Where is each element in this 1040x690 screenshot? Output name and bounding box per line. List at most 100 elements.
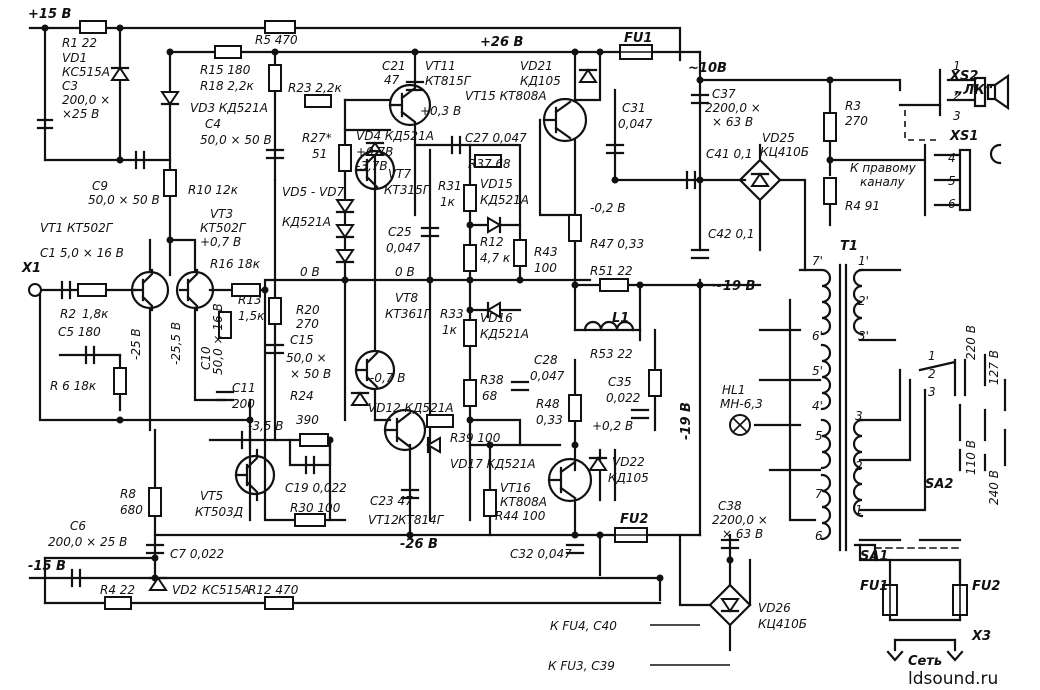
label-C35: C35 <box>608 375 632 389</box>
label-C11: C11 <box>232 381 256 395</box>
label-kfu4: К FU4, C40 <box>550 619 617 633</box>
label-v07: +0,7 В <box>200 235 241 249</box>
label-v0b: 0 В <box>395 265 415 279</box>
label-R3: R3 <box>845 99 861 113</box>
capacitors <box>36 80 740 588</box>
capacitor-C6 <box>70 568 82 588</box>
resistor-R47 <box>568 214 582 242</box>
label-VD16v: КД521А <box>480 327 529 341</box>
resistor-R4 <box>104 596 132 610</box>
label-C32: C32 0,047 <box>510 547 572 561</box>
capacitor-C7 <box>145 543 165 555</box>
label-VD22: VD22 <box>612 455 645 469</box>
label-neg15: -15 В <box>28 559 66 574</box>
resistor-R1 <box>79 20 107 34</box>
label-C3v: 200,0 × <box>62 93 110 107</box>
transistor-VT5 <box>234 448 276 502</box>
label-v240: 240 В <box>987 470 1001 505</box>
label-C1: C1 5,0 × 16 В <box>40 246 124 260</box>
resistor-R15 <box>214 45 242 59</box>
capacitor-C37 <box>690 93 710 105</box>
label-L1: L1 <box>612 311 629 326</box>
resistor-R12 <box>264 596 294 610</box>
label-v25a: -25 В <box>129 328 143 360</box>
component-labels: +15 В -15 В +26 В -26 В ~10В ~19 В -19 В… <box>21 7 1001 673</box>
label-R18: R18 2,2к <box>200 79 255 93</box>
label-v110: 110 В <box>964 440 978 475</box>
label-C4v: 50,0 × 50 В <box>200 133 272 147</box>
label-VT5v: КТ503Д <box>195 505 243 519</box>
label-C15v: 50,0 × <box>286 351 327 365</box>
mains-plug-X3 <box>886 638 964 662</box>
resistor-R30 <box>294 513 326 527</box>
label-j6: 6 <box>948 197 956 211</box>
label-R13v: 1,5к <box>238 309 265 323</box>
capacitor-C42 <box>690 248 710 260</box>
transistor-VT16 <box>547 457 593 503</box>
capacitor-C3 <box>36 118 54 130</box>
label-VD5v: КД521А <box>282 215 331 229</box>
watermark: ldsound.ru <box>908 669 998 689</box>
diode-VD3 <box>160 91 180 106</box>
label-VT16: VT16 <box>500 481 531 495</box>
label-VD26v: КЦ410Б <box>758 617 807 631</box>
diode-VD7 <box>335 249 355 264</box>
label-t6: 6 <box>815 529 823 543</box>
label-VD16: VD16 <box>480 311 513 325</box>
diode-VD22 <box>588 456 608 471</box>
label-VT1: VT1 КТ502Г <box>40 221 114 235</box>
label-C10: C10 <box>199 346 213 370</box>
speaker-icon <box>986 73 1010 111</box>
label-s3: 3 <box>928 385 936 399</box>
label-R30: R30 100 <box>290 501 341 515</box>
label-VD25: VD25 <box>762 131 795 145</box>
transistor-VT15 <box>542 97 588 143</box>
label-VD15v: КД521А <box>480 193 529 207</box>
label-right: К правому <box>850 161 917 175</box>
label-C11v: 200 <box>232 397 255 411</box>
label-C3v2: ×25 В <box>62 107 99 121</box>
label-R16: R16 18к <box>210 257 261 271</box>
label-FU2: FU2 <box>620 512 648 527</box>
resistor-R5 <box>264 20 296 34</box>
label-C41: C41 0,1 <box>706 147 753 161</box>
label-R23: R23 2,2к <box>288 81 343 95</box>
label-VD26: VD26 <box>758 601 791 615</box>
label-XS1: XS1 <box>949 129 978 144</box>
label-VT8: VT8 <box>395 291 419 305</box>
label-C37v2: × 63 В <box>712 115 753 129</box>
label-m02: -0,2 В <box>590 201 625 215</box>
transistor-VT12 <box>383 408 427 452</box>
capacitor-C32 <box>565 543 585 555</box>
power-switch-SA1 <box>858 538 962 549</box>
label-v03: +0,3 В <box>420 104 461 118</box>
label-VD15: VD15 <box>480 177 513 191</box>
inductor-L1 <box>583 320 635 332</box>
label-R38v: 68 <box>482 389 498 403</box>
label-C28: C28 <box>534 353 558 367</box>
label-C35v: 0,022 <box>606 391 640 405</box>
label-right2: каналу <box>860 175 905 189</box>
label-ac19b: -19 В <box>679 402 694 440</box>
resistor-R4r <box>823 177 837 205</box>
label-v25b: -25,5 В <box>169 322 183 365</box>
label-R33v: 1к <box>442 323 458 337</box>
label-R31v: 1к <box>440 195 456 209</box>
label-ac10: ~10В <box>688 61 727 76</box>
capacitor-C28 <box>510 380 530 392</box>
transistor-VT7 <box>354 149 396 191</box>
label-FU1: FU1 <box>624 31 652 46</box>
label-XS2: XS2 <box>949 69 978 84</box>
connector-X1 <box>28 283 42 297</box>
label-v0a: 0 В <box>300 265 320 279</box>
label-R31: R31 <box>438 179 462 193</box>
label-R12b: R12 <box>480 235 504 249</box>
diode-VD12 <box>350 391 370 406</box>
label-VT15: VT15 КТ808А <box>465 89 547 103</box>
capacitor-C41 <box>685 170 697 190</box>
resistor-R10 <box>163 169 177 197</box>
label-HL1: HL1 <box>722 383 745 397</box>
label-VT11v: КТ815Г <box>425 74 472 88</box>
label-FU1b: FU1 <box>860 579 888 594</box>
